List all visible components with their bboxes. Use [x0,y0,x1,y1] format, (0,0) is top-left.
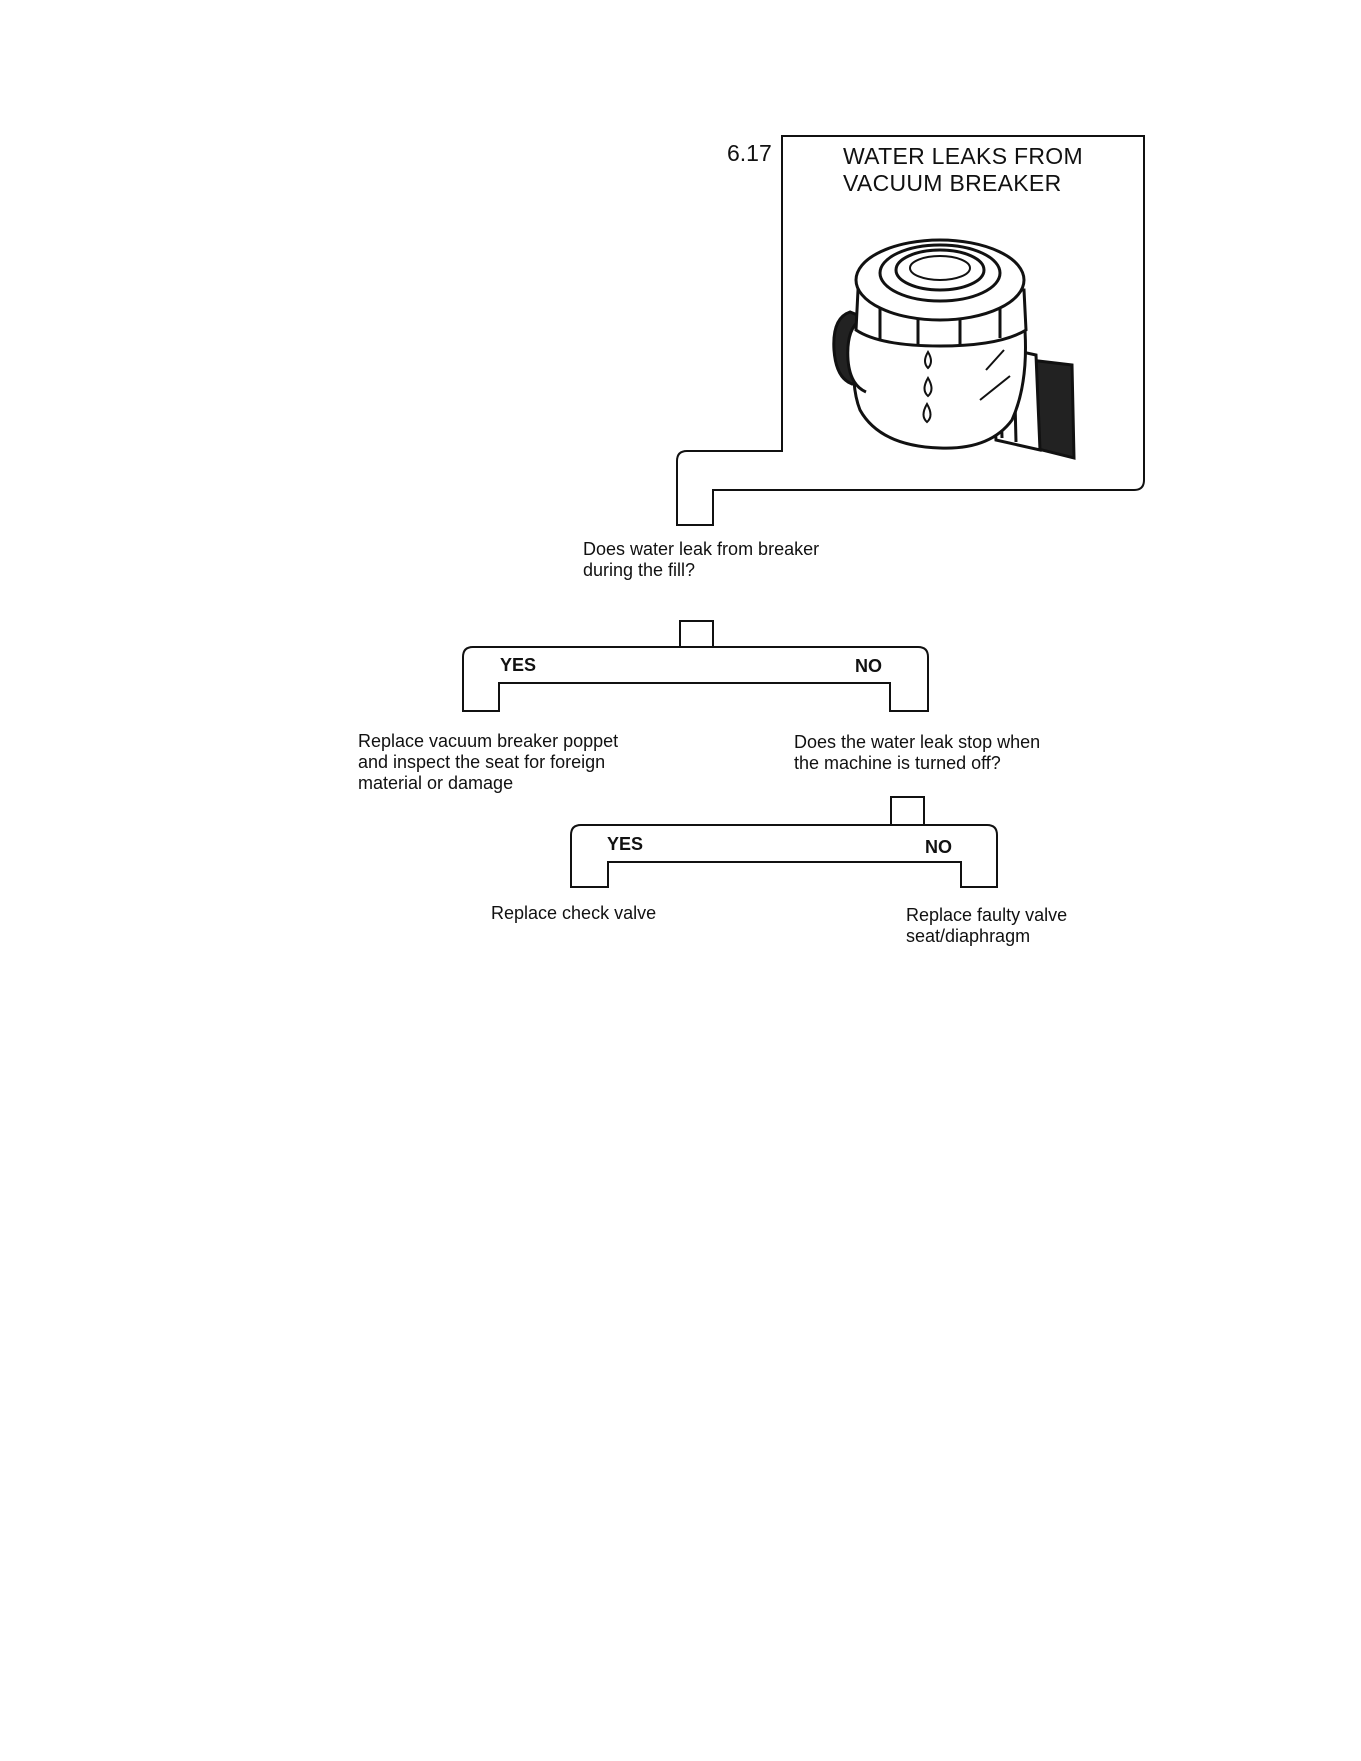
section-number: 6.17 [727,140,772,167]
question-1: Does water leak from breaker during the … [583,539,819,581]
branch-1-yes-label: YES [500,655,536,676]
diagram-title: WATER LEAKS FROM VACUUM BREAKER [843,143,1083,197]
branch-1-no-label: NO [855,656,882,677]
no-2-action: Replace faulty valve seat/diaphragm [906,905,1067,947]
yes-1-action: Replace vacuum breaker poppet and inspec… [358,731,618,794]
branch-2-no-label: NO [925,837,952,858]
yes-2-action: Replace check valve [491,903,656,924]
branch-2-yes-label: YES [607,834,643,855]
question-2: Does the water leak stop when the machin… [794,732,1040,774]
vacuum-breaker-icon [834,240,1074,458]
